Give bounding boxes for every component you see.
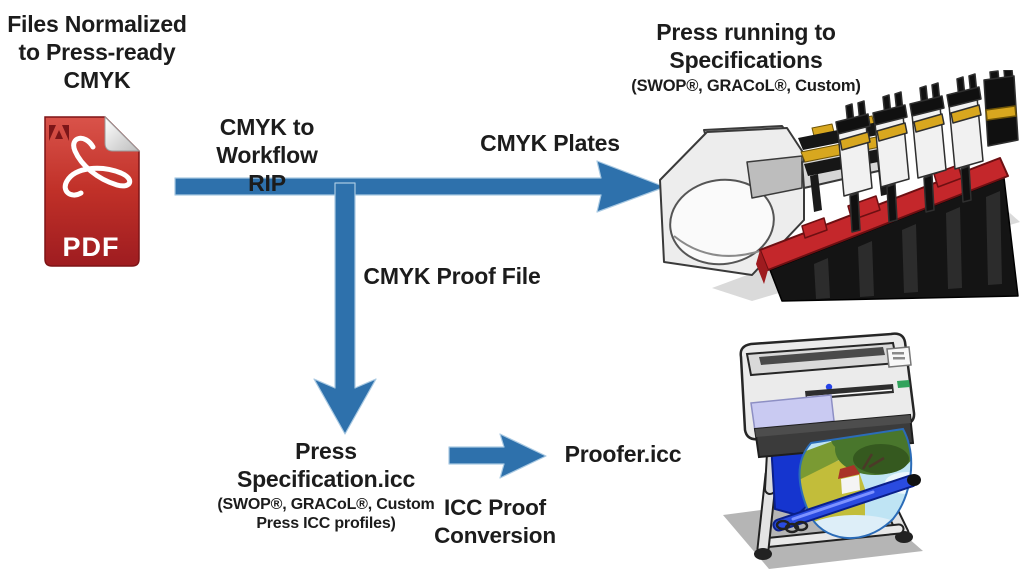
label-proofer-icc: Proofer.icc	[552, 440, 694, 468]
label-press-subtitle: (SWOP®, GRACoL®, Custom)	[631, 77, 861, 95]
arrow-icc-conversion	[448, 433, 547, 479]
press-tower	[946, 73, 984, 203]
printer-green-label	[897, 380, 910, 388]
label-line: Press running to	[656, 19, 836, 45]
label-cmyk-proof-file: CMYK Proof File	[360, 262, 544, 290]
printer-coil	[775, 519, 809, 534]
printing-press-illustration	[659, 70, 1020, 302]
label-press-specification: Press Specification.icc (SWOP®, GRACoL®,…	[205, 437, 447, 533]
label-line: ICC Proof	[444, 495, 546, 520]
pdf-doc-shape	[44, 116, 140, 267]
label-line: CMYK to Workflow	[216, 114, 318, 168]
press-base-slats	[814, 191, 1002, 299]
label-files-normalized: Files Normalized to Press-ready CMYK	[6, 10, 188, 94]
label-line: Files Normalized	[7, 11, 187, 37]
press-print-stations	[835, 70, 1019, 233]
press-unwinder-opening	[746, 155, 803, 199]
label-press-title: Press running to Specifications (SWOP®, …	[610, 18, 882, 96]
press-tower	[909, 82, 947, 213]
label-icc-proof-conversion: ICC Proof Conversion	[413, 494, 577, 550]
label-line: Proofer.icc	[564, 441, 682, 467]
label-line: to Press-ready	[18, 39, 176, 65]
pdf-file-icon: PDF	[44, 115, 141, 267]
arrow-cmyk-proof-file	[313, 182, 377, 435]
printer-power-led	[825, 383, 833, 391]
label-line: Press ICC profiles)	[256, 515, 396, 532]
press-red-rail	[759, 157, 1009, 271]
label-workflow-rip: CMYK to Workflow RIP	[168, 113, 366, 197]
pdf-folded-corner	[104, 115, 141, 152]
acrobat-swirl-icon	[62, 135, 133, 198]
label-line: CMYK	[63, 67, 131, 93]
press-tower	[835, 100, 873, 233]
label-cmyk-plates: CMYK Plates	[470, 129, 630, 157]
press-red-rail-end	[756, 250, 768, 284]
pdf-badge-text: PDF	[63, 232, 120, 262]
arrow-cmyk-plates	[174, 160, 666, 213]
label-line: Specifications	[669, 47, 823, 73]
proofer-printer-illustration	[723, 332, 923, 569]
adobe-logo-mark	[49, 125, 69, 141]
label-line: Conversion	[434, 523, 556, 548]
press-paper-roll	[669, 178, 775, 266]
printer-roll-slot	[759, 347, 885, 365]
press-end-tower	[983, 70, 1019, 147]
press-tower	[872, 91, 910, 223]
printer-body	[739, 332, 916, 459]
label-line: Press Specification.icc	[236, 438, 416, 492]
label-line: RIP	[248, 170, 286, 196]
label-line: CMYK Proof File	[363, 263, 541, 289]
label-line: CMYK Plates	[480, 130, 620, 156]
label-line: (SWOP®, GRACoL®, Custom	[217, 496, 435, 513]
printer-takeup-rod	[772, 474, 921, 534]
